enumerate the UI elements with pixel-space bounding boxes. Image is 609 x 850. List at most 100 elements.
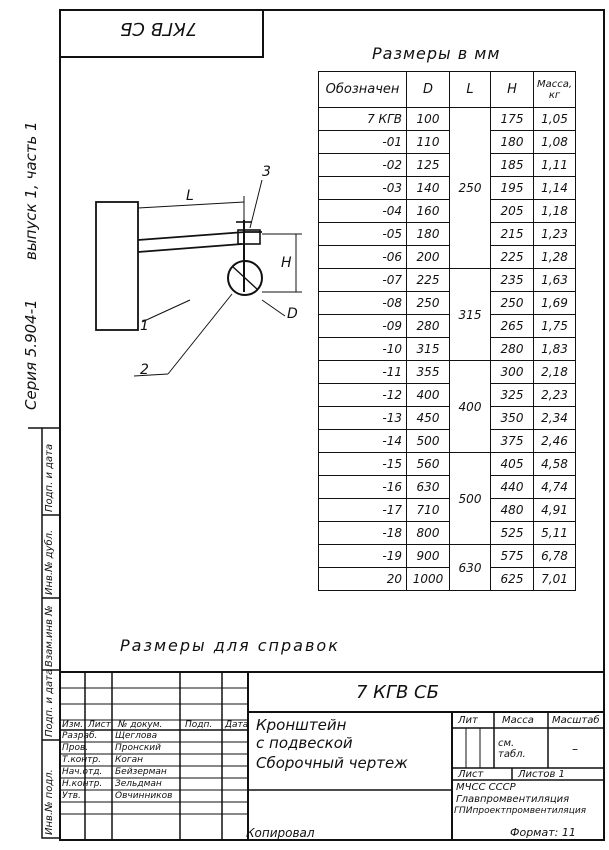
cell-H: 185	[490, 153, 534, 177]
cell-designation: -04	[318, 199, 407, 223]
table-header-row: Обозначен D L H Масса, кг	[318, 71, 577, 108]
cell-mass: 4,91	[532, 498, 577, 522]
header-H: H	[490, 71, 534, 108]
cell-D: 140	[406, 176, 450, 200]
dim-L-label: L	[186, 188, 194, 204]
col-sign: Подп.	[185, 720, 213, 730]
cell-H: 405	[490, 452, 534, 476]
cell-designation: -12	[318, 383, 407, 407]
cell-H: 180	[490, 130, 534, 154]
cell-designation: -18	[318, 521, 407, 545]
dim-H-label: H	[281, 255, 292, 271]
stamp-inv-orig: Инв.№ подл.	[44, 769, 55, 835]
cell-mass: 2,18	[532, 360, 577, 384]
title-line-2: с подвеской	[256, 734, 353, 752]
cell-D: 315	[406, 337, 450, 361]
sheet-label: Лист	[458, 769, 484, 780]
mass-label: Масса	[502, 715, 534, 726]
cell-D: 280	[406, 314, 450, 338]
cell-mass: 1,18	[532, 199, 577, 223]
cell-designation: 7 КГВ	[318, 107, 407, 131]
cell-mass: 2,23	[532, 383, 577, 407]
cell-designation: -02	[318, 153, 407, 177]
cell-D: 355	[406, 360, 450, 384]
role-label: Т.контр.	[62, 755, 102, 765]
cell-designation: -13	[318, 406, 407, 430]
sizes-heading: Размеры в мм	[372, 44, 501, 63]
stamp-sign-date-2: Подп. и дата	[44, 668, 55, 737]
cell-H: 300	[490, 360, 534, 384]
reference-note: Размеры для справок	[120, 636, 340, 655]
org-line-2: Главпромвентиляция	[456, 794, 570, 805]
cell-designation: -16	[318, 475, 407, 499]
col-list: Лист	[88, 720, 111, 730]
cell-L: 630	[449, 544, 491, 591]
cell-D: 225	[406, 268, 450, 292]
cell-H: 225	[490, 245, 534, 269]
cell-L: 400	[449, 360, 491, 453]
role-label: Н.контр.	[62, 779, 103, 789]
title-code: 7 КГВ СБ	[356, 682, 439, 703]
col-date: Дата	[225, 720, 249, 730]
role-name: Коган	[115, 755, 144, 765]
cell-mass: 1,63	[532, 268, 577, 292]
cell-L: 250	[449, 107, 491, 269]
cell-mass: 1,75	[532, 314, 577, 338]
cell-mass: 1,08	[532, 130, 577, 154]
lit-label: Лит	[458, 715, 478, 726]
cell-H: 480	[490, 498, 534, 522]
cell-mass: 4,74	[532, 475, 577, 499]
mass-value: см. табл.	[498, 738, 526, 760]
cell-mass: 1,23	[532, 222, 577, 246]
cell-H: 280	[490, 337, 534, 361]
org-line-1: МЧСС СССР	[456, 782, 516, 793]
cell-D: 710	[406, 498, 450, 522]
cell-mass: 1,28	[532, 245, 577, 269]
role-name: Овчинников	[115, 791, 173, 801]
issue-label: выпуск 1, часть 1	[22, 121, 40, 260]
cell-designation: 20	[318, 567, 407, 591]
cell-designation: -10	[318, 337, 407, 361]
scale-label: Масштаб	[552, 715, 600, 726]
cell-H: 440	[490, 475, 534, 499]
cell-H: 625	[490, 567, 534, 591]
title-line-1: Кронштейн	[256, 716, 347, 734]
cell-mass: 1,14	[532, 176, 577, 200]
cell-designation: -15	[318, 452, 407, 476]
cell-designation: -06	[318, 245, 407, 269]
cell-D: 250	[406, 291, 450, 315]
series-label: Серия 5.904-1	[22, 299, 40, 410]
cell-designation: -03	[318, 176, 407, 200]
role-name: Пронский	[115, 743, 161, 753]
stamp-sign-date: Подп. и дата	[44, 443, 55, 512]
cell-designation: -07	[318, 268, 407, 292]
callout-3: 3	[262, 164, 271, 180]
cell-mass: 1,69	[532, 291, 577, 315]
bracket-drawing	[95, 179, 302, 377]
cell-D: 160	[406, 199, 450, 223]
col-izm: Изм.	[62, 720, 84, 730]
cell-D: 110	[406, 130, 450, 154]
cell-D: 630	[406, 475, 450, 499]
cell-designation: -08	[318, 291, 407, 315]
cell-D: 900	[406, 544, 450, 568]
cell-mass: 1,05	[532, 107, 577, 131]
col-doc: № докум.	[118, 720, 163, 730]
cell-H: 250	[490, 291, 534, 315]
cell-H: 195	[490, 176, 534, 200]
